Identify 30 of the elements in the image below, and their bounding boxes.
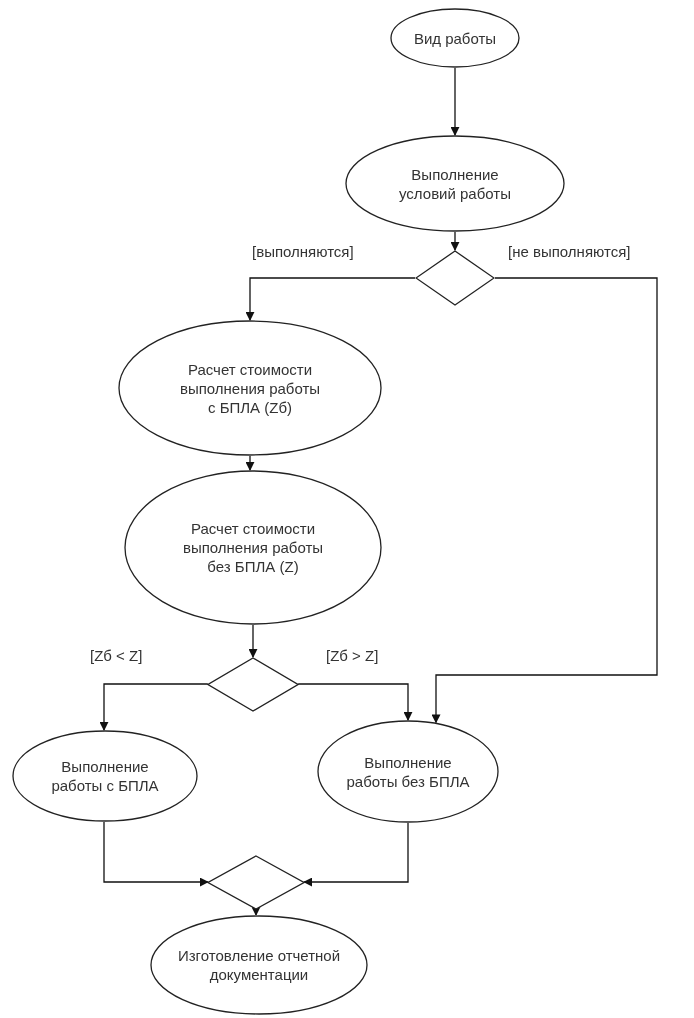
arrow (303, 822, 409, 887)
arrow (450, 67, 460, 136)
node-text: Расчет стоимости выполнения работы без БПЛА (Z) (181, 519, 325, 576)
decision-diamond (207, 657, 299, 712)
edge-label: [Zб > Z] (326, 646, 379, 665)
arrow (248, 624, 258, 658)
process-ellipse (150, 915, 368, 1015)
node-text: Вид работы (413, 28, 497, 48)
arrow (103, 821, 209, 887)
node-text: Выполнение работы без БПЛА (345, 752, 471, 791)
edge-label: [Zб < Z] (90, 646, 143, 665)
node-text: Расчет стоимости выполнения работы с БПЛА (Zб) (178, 359, 322, 417)
process-ellipse (12, 730, 198, 822)
process-ellipse (317, 720, 499, 823)
arrow (450, 231, 460, 251)
decision-diamond (207, 855, 305, 910)
arrow (99, 683, 209, 731)
node-text: Выполнение работы с БПЛА (50, 757, 160, 795)
arrow (245, 277, 416, 321)
arrow (245, 455, 255, 471)
process-ellipse (345, 135, 565, 232)
node-text: Изготовление отчетной документации (176, 946, 342, 984)
process-ellipse (124, 470, 382, 625)
process-ellipse (390, 8, 520, 68)
arrow (251, 906, 261, 916)
arrow (297, 683, 413, 721)
decision-diamond (415, 250, 495, 306)
node-text: Выполнение условий работы (398, 164, 512, 203)
arrow (431, 277, 658, 724)
process-ellipse (118, 320, 382, 456)
